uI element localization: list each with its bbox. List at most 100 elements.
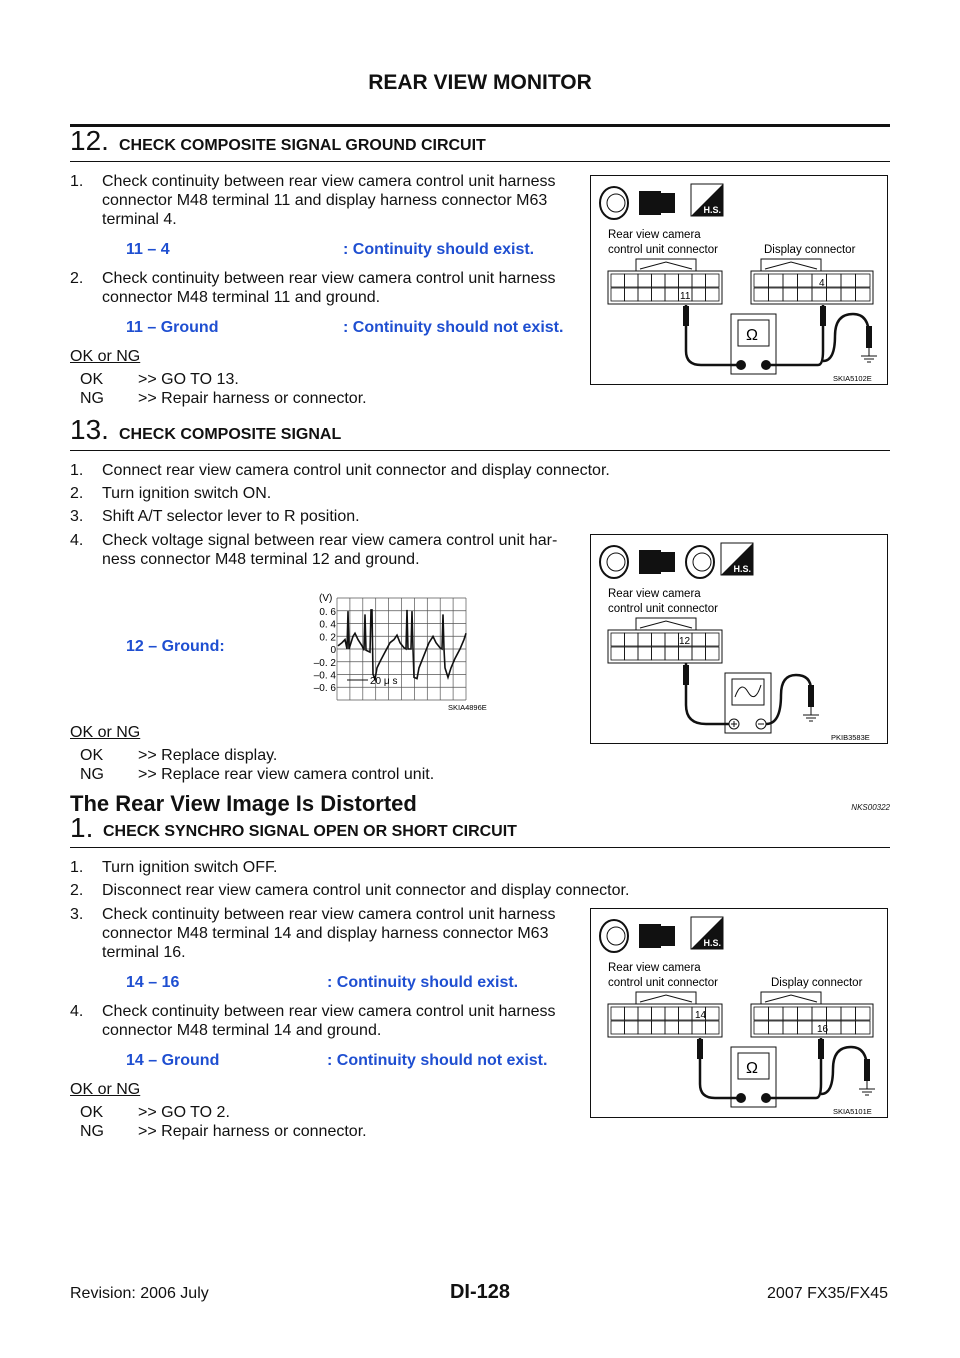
- connector: [607, 617, 723, 664]
- item-text: connector M48 terminal 11 and display ha…: [102, 192, 548, 209]
- item-text: Turn ignition switch OFF.: [102, 859, 278, 876]
- item-number: 4.: [70, 1003, 84, 1020]
- connector-label: control unit connector: [608, 603, 718, 615]
- item-number: 3.: [70, 508, 84, 525]
- step-title: CHECK SYNCHRO SIGNAL OPEN OR SHORT CIRCU…: [103, 823, 517, 840]
- figure-code: SKIA4896E: [448, 703, 487, 712]
- item-text: connector M48 terminal 14 and ground.: [102, 1022, 382, 1039]
- voltage-diagram: H.S. Rear view camera control unit conne…: [590, 534, 888, 744]
- item-text: Shift A/T selector lever to R position.: [102, 508, 360, 525]
- ok-or-ng-label: OK or NG: [70, 1081, 141, 1098]
- figure-code: PKIB3583E: [831, 733, 870, 742]
- item-number: 3.: [70, 906, 84, 923]
- figure-code: SKIA5101E: [833, 1107, 872, 1116]
- item-number: 1.: [70, 859, 84, 876]
- ng-label: NG: [80, 766, 104, 783]
- time-scale-label: 20 μ s: [370, 676, 397, 687]
- item-number: 2.: [70, 485, 84, 502]
- unit-label: (V): [319, 593, 332, 604]
- revision: Revision: 2006 July: [70, 1285, 209, 1302]
- harness-icon-label: H.S.: [703, 938, 721, 948]
- divider: [70, 450, 890, 451]
- step-title: CHECK COMPOSITE SIGNAL GROUND CIRCUIT: [119, 137, 486, 154]
- divider: [70, 161, 890, 162]
- left-connector-label: control unit connector: [608, 977, 718, 989]
- item-text: connector M48 terminal 11 and ground.: [102, 289, 381, 306]
- item-number: 4.: [70, 532, 84, 549]
- item-number: 1.: [70, 462, 84, 479]
- spec-result: : Continuity should not exist.: [327, 1052, 548, 1069]
- item-text: connector M48 terminal 14 and display ha…: [102, 925, 549, 942]
- step-number: 13.: [70, 414, 109, 445]
- y-tick-label: 0. 2: [319, 632, 336, 643]
- y-tick-label: 0. 6: [319, 607, 336, 618]
- ng-action: >> Repair harness or connector.: [138, 1123, 367, 1140]
- waveform-figure: (V) 0. 60. 40. 20–0. 2–0. 4–0. 6 20 μ s …: [314, 593, 487, 712]
- probe-wire: [684, 305, 871, 367]
- spec-result: : Continuity should not exist.: [343, 319, 564, 336]
- item-text: Turn ignition switch ON.: [102, 485, 272, 502]
- step-number: 1.: [70, 812, 94, 843]
- disconnect-icon: [639, 191, 675, 215]
- y-tick-label: –0. 4: [314, 671, 337, 682]
- connector-label: Rear view camera: [608, 588, 701, 600]
- item-text: terminal 4.: [102, 211, 177, 228]
- pin-label: 11: [680, 291, 691, 302]
- figure-code: SKIA5102E: [833, 374, 872, 383]
- ok-action: >> GO TO 2.: [138, 1104, 230, 1121]
- section-code: NKS00322: [851, 803, 890, 812]
- ok-action: >> Replace display.: [138, 747, 278, 764]
- left-connector-label: control unit connector: [608, 244, 718, 256]
- y-tick-label: 0. 4: [319, 620, 336, 631]
- ok-or-ng-label: OK or NG: [70, 348, 141, 365]
- item-text: Connect rear view camera control unit co…: [102, 462, 610, 479]
- ng-action: >> Replace rear view camera control unit…: [138, 766, 435, 783]
- section-title: The Rear View Image Is Distorted: [70, 791, 417, 816]
- waveform-trace: [337, 609, 467, 683]
- harness-icon-label: H.S.: [703, 205, 721, 215]
- right-connector-label: Display connector: [764, 244, 856, 256]
- y-tick-label: –0. 2: [314, 658, 337, 669]
- item-text: Check voltage signal between rear view c…: [102, 532, 558, 549]
- connect-icon: [639, 550, 675, 574]
- item-text: terminal 16.: [102, 944, 186, 961]
- left-connector-label: Rear view camera: [608, 229, 701, 241]
- ohm-icon: Ω: [746, 327, 758, 344]
- ground-icon: [861, 348, 877, 363]
- divider: [70, 847, 890, 848]
- pin-label: 12: [679, 636, 691, 647]
- item-number: 2.: [70, 270, 84, 287]
- spec-result: : Continuity should exist.: [343, 241, 535, 258]
- ground-icon: [859, 1081, 875, 1096]
- item-text: Check continuity between rear view camer…: [102, 1003, 556, 1020]
- continuity-diagram: H.S. Rear view camera control unit conne…: [590, 908, 888, 1118]
- step-number: 12.: [70, 125, 109, 156]
- ng-label: NG: [80, 1123, 104, 1140]
- ok-or-ng-label: OK or NG: [70, 724, 141, 741]
- right-connector: [750, 258, 874, 305]
- item-text: Check continuity between rear view camer…: [102, 906, 556, 923]
- ok-label: OK: [80, 747, 104, 764]
- ng-label: NG: [80, 390, 104, 407]
- disconnect-icon: [639, 924, 675, 948]
- item-number: 1.: [70, 173, 84, 190]
- spec-terminals: 11 – Ground: [126, 319, 219, 336]
- y-tick-label: 0: [330, 645, 336, 656]
- item-text: ness connector M48 terminal 12 and groun…: [102, 551, 420, 568]
- model: 2007 FX35/FX45: [767, 1285, 888, 1302]
- y-tick-label: –0. 6: [314, 683, 337, 694]
- probe-wire: [698, 1038, 869, 1100]
- spec-terminals: 11 – 4: [126, 241, 170, 258]
- pin-label: 16: [817, 1024, 829, 1035]
- ok-label: OK: [80, 1104, 104, 1121]
- item-text: Check continuity between rear view camer…: [102, 270, 556, 287]
- pin-label: 14: [695, 1010, 707, 1021]
- item-number: 2.: [70, 882, 84, 899]
- spec-terminals: 12 – Ground:: [126, 638, 225, 655]
- item-text: Disconnect rear view camera control unit…: [102, 882, 630, 899]
- pin-label: 4: [819, 278, 825, 289]
- header-rule: [70, 124, 890, 127]
- page-title: REAR VIEW MONITOR: [368, 71, 592, 94]
- ok-action: >> GO TO 13.: [138, 371, 239, 388]
